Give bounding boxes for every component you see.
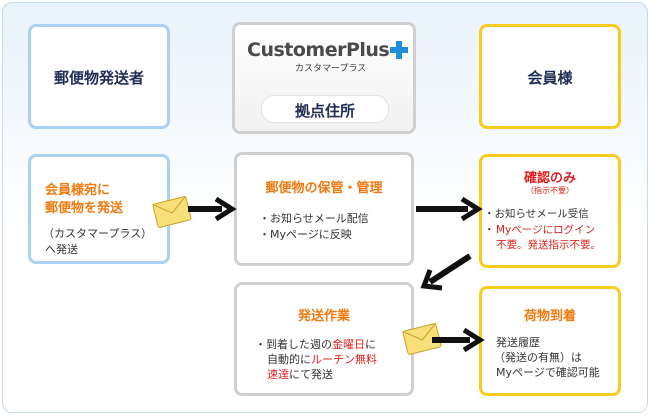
arrival-line-2: （発送の有無）は <box>494 351 582 364</box>
shipping-line-2-pre: 自動的に <box>267 353 311 366</box>
confirm-heading: 確認のみ <box>523 171 576 186</box>
brand-logo: CustomerPlus カスタマープラス <box>247 39 408 74</box>
shipping-line-2: 自動的にルーチン無料 <box>267 352 377 367</box>
member-title: 会員様 <box>527 69 573 87</box>
base-label-pill: 拠点住所 <box>261 95 389 123</box>
confirm-bullet-1: ・お知らせメール受信 <box>484 208 589 220</box>
send-note-2: へ発送 <box>45 243 78 256</box>
arrow-send-to-storage <box>188 197 237 221</box>
envelope-icon-2 <box>402 322 442 355</box>
shipping-line-1-post: に <box>365 338 376 351</box>
arrow-storage-to-confirm <box>416 197 483 221</box>
shipping-line-3-post: にて発送 <box>289 368 333 381</box>
brand-logo-text: CustomerPlus <box>247 39 390 61</box>
arrow-confirm-to-shipping <box>420 253 472 291</box>
shipping-line-2-red: ルーチン無料 <box>311 353 377 366</box>
arrival-line-3: Myページで確認可能 <box>496 366 600 379</box>
member-box: 会員様 <box>479 24 621 129</box>
shipping-line-1: ・到着した週の金曜日に <box>255 337 376 352</box>
send-heading-2: 郵便物を発送 <box>45 201 124 216</box>
arrival-box: 荷物到着 発送履歴 （発送の有無）は Myページで確認可能 <box>479 286 621 396</box>
storage-heading: 郵便物の保管・管理 <box>265 181 383 196</box>
base-label: 拠点住所 <box>294 102 355 120</box>
storage-box: 郵便物の保管・管理 ・お知らせメール配信 ・Myページに反映 <box>234 152 414 266</box>
send-box: 会員様宛に 郵便物を発送 （カスタマープラス） へ発送 <box>28 154 170 264</box>
shipping-heading: 発送作業 <box>297 309 350 324</box>
arrival-line-1: 発送履歴 <box>496 336 540 349</box>
shipping-line-3: 速達にて発送 <box>267 367 333 382</box>
confirm-bullet-2-line-1: Myページにログイン <box>496 224 596 236</box>
brand-box: CustomerPlus カスタマープラス 拠点住所 <box>232 22 416 134</box>
shipping-line-1-red: 金曜日 <box>332 338 365 351</box>
sender-title: 郵便物発送者 <box>53 69 144 87</box>
confirm-sub: （指示不要） <box>526 186 574 195</box>
send-note-1: （カスタマープラス） <box>43 227 153 240</box>
shipping-line-3-red: 速達 <box>267 368 289 381</box>
send-heading-1: 会員様宛に <box>45 183 111 198</box>
storage-bullet-1: ・お知らせメール配信 <box>259 212 369 225</box>
sender-box: 郵便物発送者 <box>28 24 170 129</box>
shipping-line-1-pre: ・到着した週の <box>255 338 332 351</box>
brand-logo-kana: カスタマープラス <box>295 64 367 74</box>
arrival-heading: 荷物到着 <box>523 309 576 324</box>
arrow-shipping-to-arrival <box>432 328 485 352</box>
confirm-box: 確認のみ （指示不要） ・お知らせメール受信 ・ Myページにログイン 不要。発… <box>479 154 621 268</box>
confirm-bullet-2-prefix: ・ <box>484 224 495 236</box>
shipping-box: 発送作業 ・到着した週の金曜日に 自動的にルーチン無料 速達にて発送 <box>234 282 414 396</box>
confirm-bullet-2-line-2: 不要。発送指示不要。 <box>496 239 601 251</box>
plus-icon <box>390 41 408 59</box>
storage-bullet-2: ・Myページに反映 <box>259 228 352 241</box>
